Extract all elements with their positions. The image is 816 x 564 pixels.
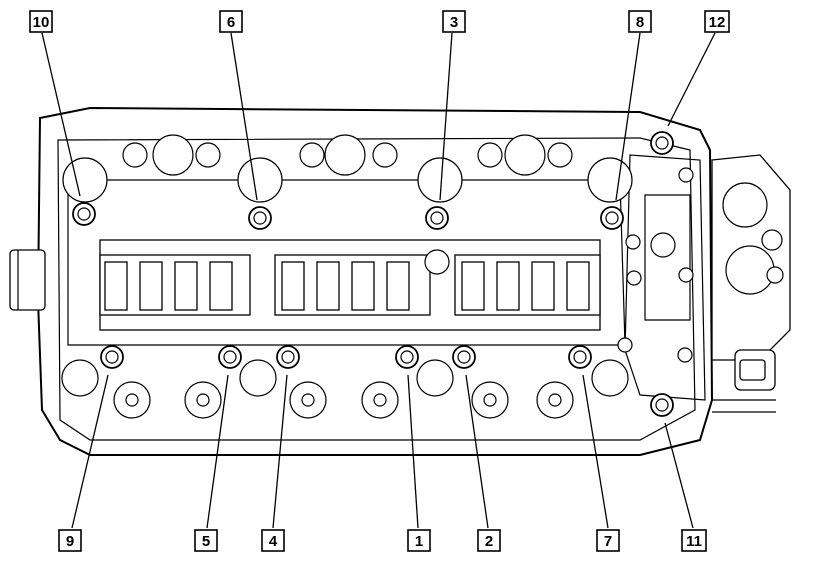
- callout-4: 4: [261, 529, 285, 552]
- leader-12: [667, 32, 716, 127]
- leader-8: [615, 32, 641, 201]
- callout-7: 7: [596, 529, 620, 552]
- leader-2: [465, 374, 489, 529]
- callout-10: 10: [29, 10, 53, 33]
- callout-11: 11: [681, 529, 707, 552]
- callout-2-text: 2: [485, 533, 493, 550]
- head-bolts: [72, 131, 674, 417]
- bolt-1: [395, 345, 419, 369]
- bolt-9: [100, 345, 124, 369]
- leader-4: [272, 374, 288, 529]
- callout-5-text: 5: [202, 533, 210, 550]
- camshaft: [99, 239, 601, 331]
- lower-bores: [61, 359, 629, 419]
- bolt-4: [276, 345, 300, 369]
- callout-9-text: 9: [66, 533, 74, 550]
- bolt-12: [650, 131, 674, 155]
- callout-1-text: 1: [415, 533, 423, 550]
- callout-12-text: 12: [709, 14, 726, 31]
- callout-3: 3: [442, 10, 466, 33]
- callout-labels: 10 6 3 8 12 9 5 4: [29, 10, 730, 552]
- bolt-7: [568, 345, 592, 369]
- leader-5: [206, 374, 229, 529]
- bolt-6: [248, 206, 272, 230]
- callout-11-text: 11: [686, 533, 702, 550]
- leader-10: [41, 32, 81, 197]
- leader-7: [582, 374, 609, 529]
- callout-1: 1: [407, 529, 431, 552]
- leader-6: [230, 32, 258, 201]
- bolt-8: [600, 206, 624, 230]
- bolt-3: [425, 206, 449, 230]
- callout-8-text: 8: [636, 14, 644, 31]
- bolt-10: [72, 202, 96, 226]
- leader-1: [407, 374, 419, 529]
- leader-3: [439, 32, 453, 201]
- leader-9: [71, 374, 109, 529]
- upper-journals: [62, 134, 633, 203]
- callout-5: 5: [194, 529, 218, 552]
- callout-3-text: 3: [450, 14, 458, 31]
- callout-6: 6: [219, 10, 243, 33]
- bolt-11: [650, 393, 674, 417]
- callout-2: 2: [477, 529, 501, 552]
- bolt-5: [218, 345, 242, 369]
- bolt-2: [452, 345, 476, 369]
- callout-7-text: 7: [604, 533, 612, 550]
- leader-lines: [41, 32, 716, 529]
- callout-6-text: 6: [227, 14, 235, 31]
- callout-12: 12: [704, 10, 730, 33]
- leader-11: [664, 422, 694, 529]
- callout-4-text: 4: [269, 533, 278, 550]
- callout-9: 9: [58, 529, 82, 552]
- callout-10-text: 10: [33, 14, 50, 31]
- callout-8: 8: [628, 10, 652, 33]
